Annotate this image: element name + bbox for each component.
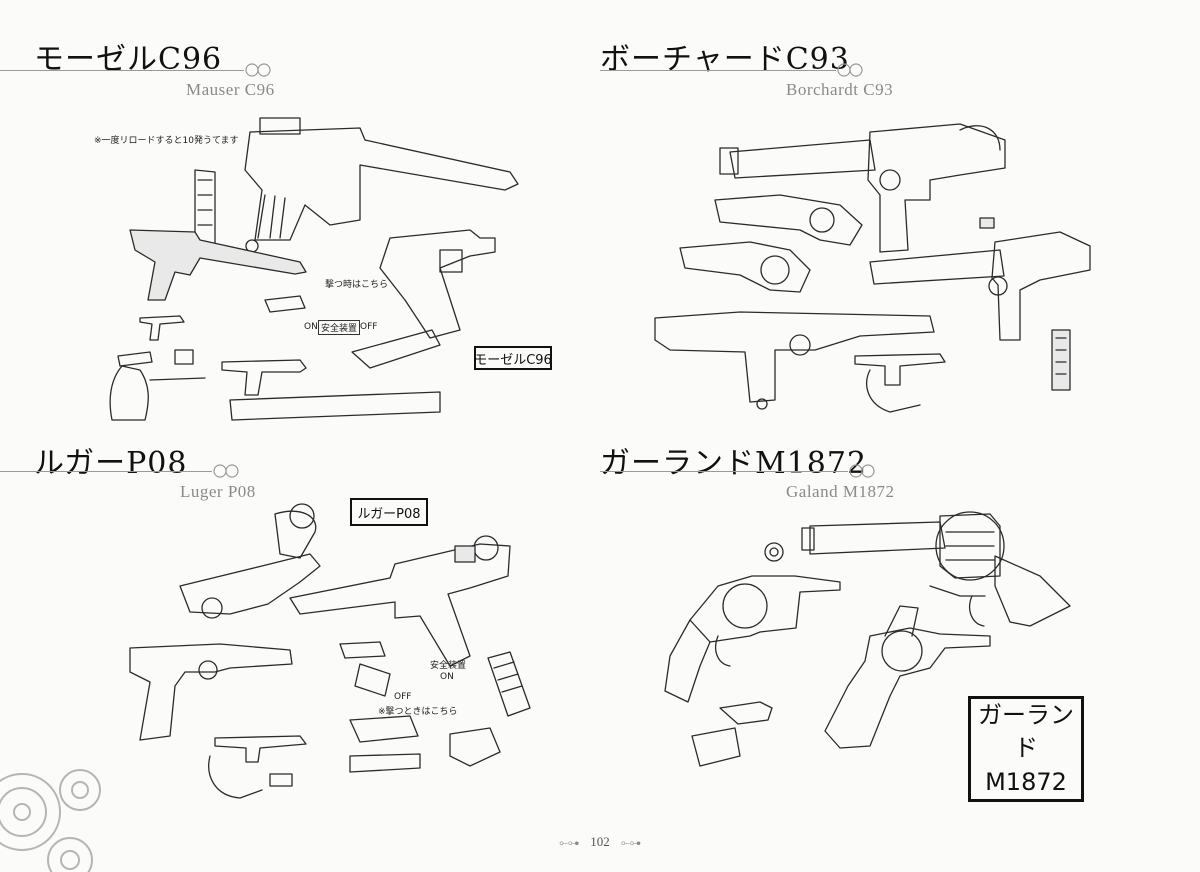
safety-off-label: OFF	[394, 692, 412, 702]
rings-ornament	[837, 63, 863, 77]
page-footer: ⟜⊶ 102 ⟜⊶	[0, 834, 1200, 850]
section-title: モーゼルC96	[34, 42, 223, 77]
safety-off-label: OFF	[360, 322, 378, 332]
section-title: ガーランドM1872	[600, 446, 868, 481]
section-subtitle: Mauser C96	[186, 80, 275, 99]
folio-ornament-right: ⟜⊶	[621, 837, 641, 849]
title-rule	[600, 70, 836, 71]
section-subtitle: Borchardt C93	[786, 80, 894, 99]
section-subtitle: Luger P08	[180, 482, 256, 501]
handwritten-name-box: モーゼルC96	[474, 346, 552, 370]
mauser-pistol-illustration	[109, 117, 519, 421]
handwritten-name-box: ルガーP08	[350, 498, 428, 526]
section-luger-p08: ルガーP08 Luger P08 ルガーP08 安全装置 ON OFF ※撃つと…	[0, 436, 600, 836]
folio-ornament-left: ⟜⊶	[559, 837, 579, 849]
section-mauser-c96: モーゼルC96 Mauser C96 ※一度リロードすると10発うてます 撃つ時…	[0, 0, 600, 436]
section-title: ボーチャードC93	[600, 42, 850, 77]
section-subtitle: Galand M1872	[786, 482, 895, 501]
section-title: ルガーP08	[34, 446, 188, 481]
gear-decoration-icon	[0, 769, 101, 872]
safety-on-label: ON	[304, 322, 318, 332]
safety-label: 安全装置	[318, 320, 361, 335]
luger-pistol-illustration	[129, 503, 531, 799]
handwritten-name-box: ガーランド M1872	[968, 696, 1084, 802]
reload-note: ※一度リロードすると10発うてます	[94, 136, 239, 146]
fire-note: ※撃つときはこちら	[378, 707, 458, 717]
safety-on-label: ON	[440, 672, 454, 682]
section-galand-m1872: ガーランドM1872 Galand M1872 ガーランド M1872	[600, 436, 1200, 836]
page-number: 102	[590, 834, 610, 849]
rings-ornament	[213, 464, 239, 478]
title-rule	[0, 471, 212, 472]
fire-note: 撃つ時はこちら	[325, 280, 389, 290]
galand-revolver-illustration	[664, 511, 1071, 767]
rings-ornament	[245, 63, 271, 77]
safety-label: 安全装置	[430, 661, 467, 671]
title-rule	[600, 471, 848, 472]
borchardt-pistol-illustration	[654, 123, 1091, 413]
rings-ornament	[849, 464, 875, 478]
title-rule	[0, 70, 244, 71]
section-borchardt-c93: ボーチャードC93 Borchardt C93	[600, 0, 1200, 436]
